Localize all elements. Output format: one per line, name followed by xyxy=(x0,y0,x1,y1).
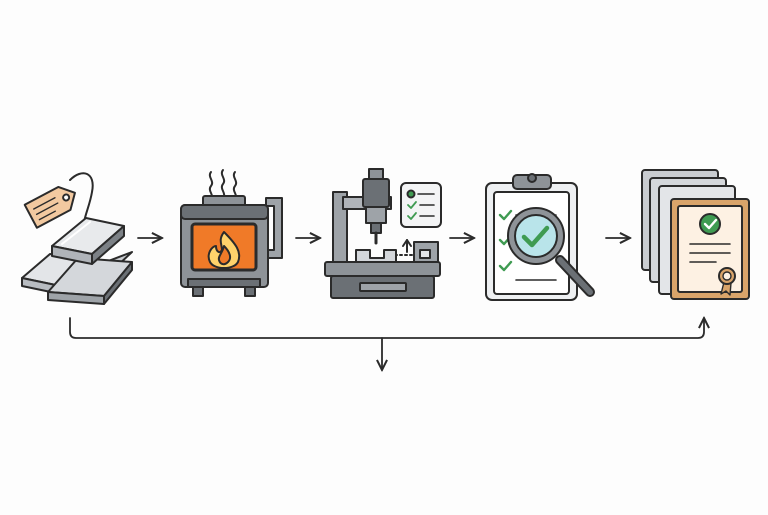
certificate-documents-icon xyxy=(641,169,750,300)
cnc-machine-icon xyxy=(324,168,442,299)
clipboard-magnifier-check-icon xyxy=(485,173,595,301)
flow-connectors xyxy=(69,238,704,370)
furnace-flame-icon xyxy=(180,169,283,297)
bottom-bracket-connector xyxy=(69,318,704,339)
metal-ingots-with-tag-icon xyxy=(21,172,133,305)
